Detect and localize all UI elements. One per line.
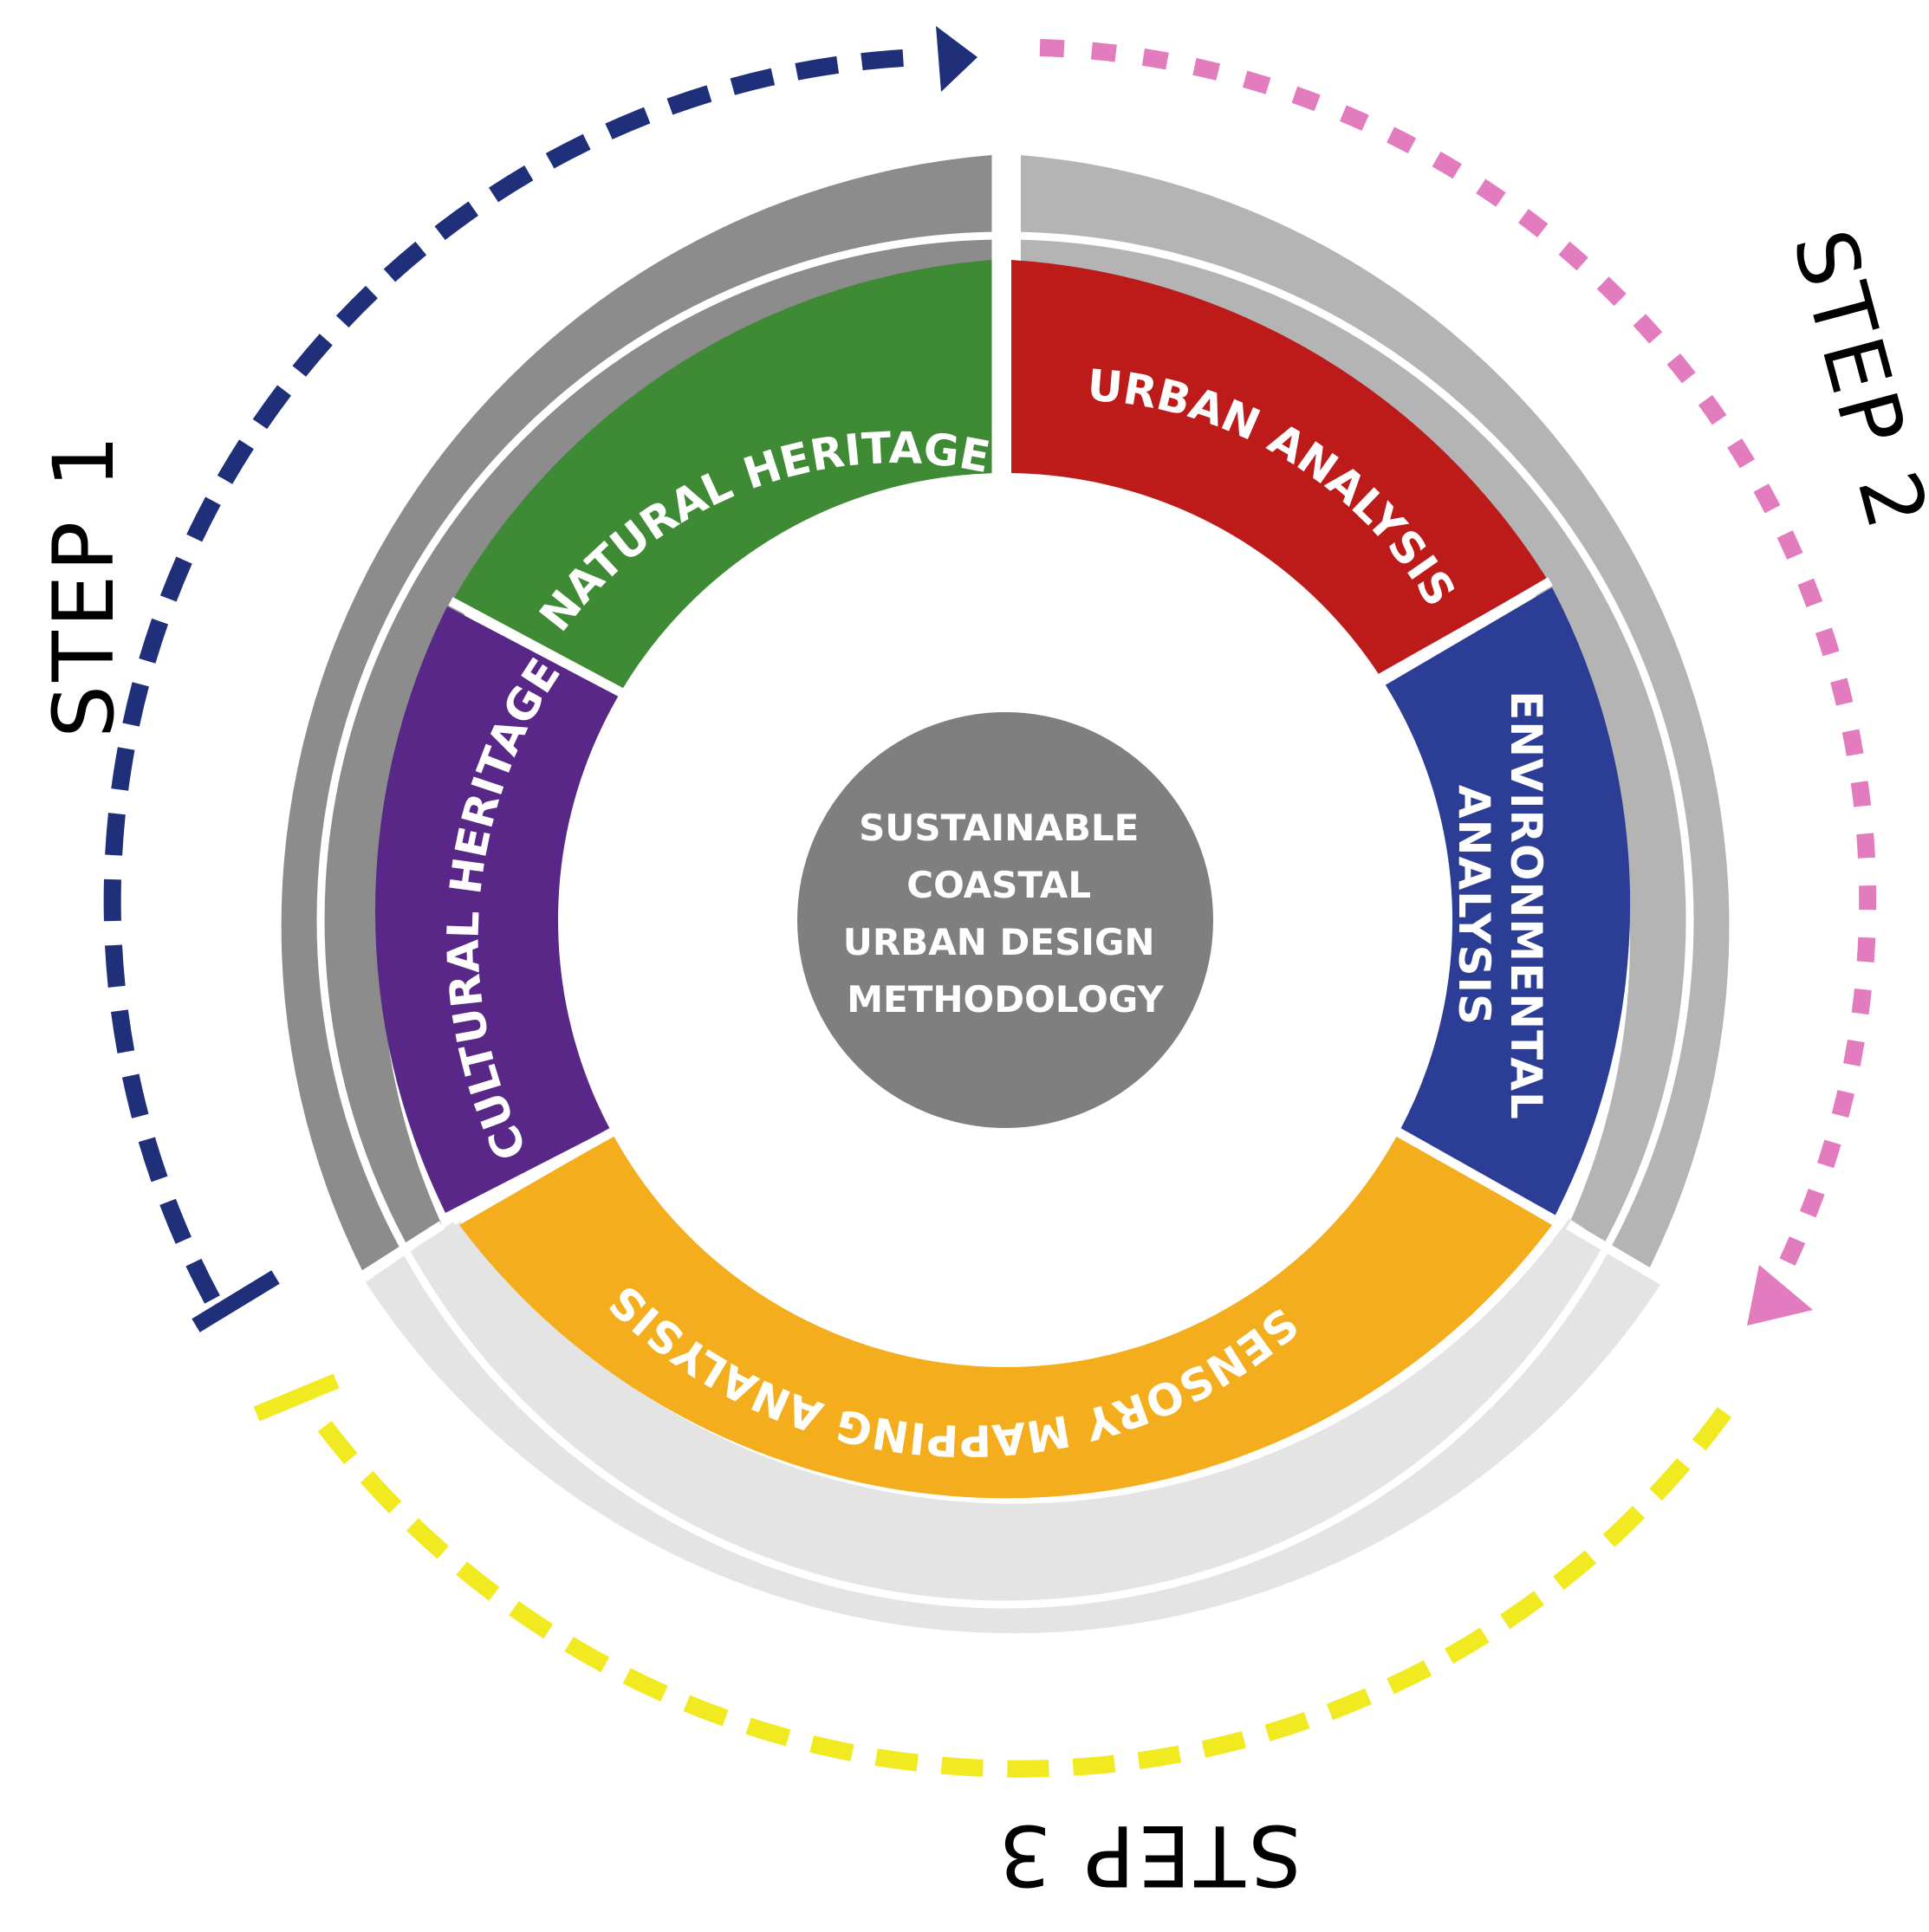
center-line-2: COASTAL [906, 864, 1091, 906]
step-1-band [281, 155, 992, 1274]
label-environmental-line-1: ENVIRONMENTAL [1501, 690, 1551, 1120]
center-line-3: URBAN DESIGN [843, 921, 1155, 963]
center-line-4: METHODOLOGY [847, 978, 1164, 1021]
center-title: SUSTAINABLE COASTAL URBAN DESIGN METHODO… [843, 807, 1167, 1021]
segment-natural-heritage [454, 260, 992, 706]
center-circle [797, 712, 1213, 1128]
step-2-label: STEP 2 [1774, 220, 1929, 541]
step-2-arrowhead [1747, 1265, 1813, 1326]
step-1-start-tick [192, 1270, 280, 1332]
step-2-band [1021, 155, 1730, 1274]
segment-separators [316, 149, 1694, 1609]
step-3-arc [314, 1407, 1732, 1778]
center-line-1: SUSTAINABLE [859, 807, 1139, 849]
step-3-start-tick [253, 1373, 340, 1422]
step-2-arc [1039, 39, 1877, 1271]
label-environmental-line-2: ANALYSIS [1449, 785, 1499, 1026]
step-1-arc [103, 49, 919, 1304]
step-1-label: STEP 1 [36, 431, 133, 738]
segment-cultural-heritage [375, 606, 648, 1213]
step-3-label: STEP 3 [995, 1806, 1302, 1903]
label-environmental-analysis: ENVIRONMENTAL ANALYSIS [1449, 690, 1551, 1120]
step-1-arrowhead [936, 26, 977, 92]
segment-urban-analysis [1011, 260, 1547, 691]
